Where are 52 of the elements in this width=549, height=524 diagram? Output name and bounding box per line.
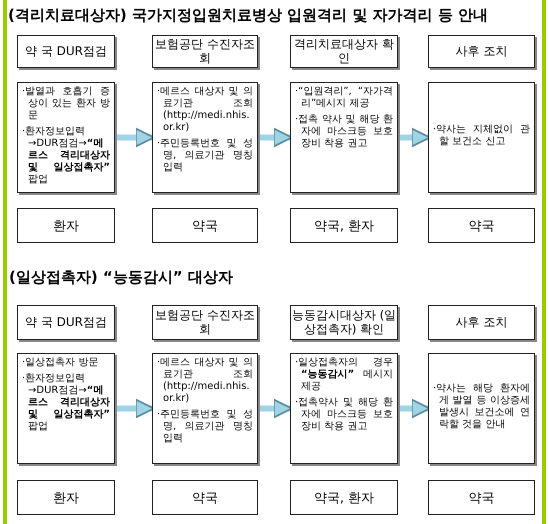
bullet-text: ·일상접촉자 방문 <box>22 357 100 369</box>
step-detail-box <box>428 82 535 193</box>
bullet-text: ·메르스 대상자 및 의료기관 조회 (http://medi.nhis.or.kr) <box>157 357 253 405</box>
step-heading: 사후 조치 <box>456 44 508 58</box>
actor-label: 약국, 환자 <box>314 490 374 506</box>
bullet-text: ·메르스 대상자 및 의료기관 조회 (http://medi.nhis.or.kr) <box>157 86 253 134</box>
step-header-box <box>17 305 115 340</box>
actor-label: 약국 <box>468 490 494 506</box>
bullet-text: ·일상접촉자의 경우 “능동감시” 메시지 제공 <box>295 357 393 393</box>
actor-box <box>428 208 535 243</box>
actor-box <box>152 208 258 243</box>
actor-label: 약국, 환자 <box>314 218 374 234</box>
step-detail-box <box>290 353 398 464</box>
actor-label: 약국 <box>192 490 218 506</box>
bullet-text: ·환자정보입력→DUR점검→“메르스 격리대상자 및 일상접촉자” 팝업 <box>22 126 110 186</box>
step-detail-box <box>17 82 115 193</box>
step-heading: 사후 조치 <box>456 316 508 330</box>
actor-box <box>152 480 258 515</box>
bullet-text: ·“입원격리”, “자가격리”메시지 제공 <box>295 86 393 110</box>
actor-box <box>428 480 535 515</box>
step-heading: 약 국 DUR점검 <box>25 44 107 58</box>
actor-box <box>17 480 115 515</box>
actor-label: 약국 <box>192 218 218 234</box>
actor-label: 환자 <box>53 490 79 506</box>
bullet-text: ·약사는 해당 환자에게 발열 등 이상증세 발생시 보건소에 연락할 것을 안내 <box>433 382 530 430</box>
actor-box <box>17 208 115 243</box>
bullet-text: ·환자정보입력→DUR점검→“메르스 격리대상자 및 일상접촉자” 팝업 <box>22 373 110 433</box>
step-detail-box <box>152 82 258 193</box>
step-header-box <box>17 35 115 68</box>
section-heading: (일상접촉자) “능동감시” 대상자 <box>9 268 233 287</box>
actor-box <box>290 208 398 243</box>
step-header-box <box>428 35 535 68</box>
step-detail-box <box>152 353 258 464</box>
step-detail-box <box>428 353 535 464</box>
actor-label: 환자 <box>53 218 79 234</box>
step-header-box <box>428 305 535 340</box>
step-heading: 보험공단 수진자조회 <box>154 38 256 66</box>
step-heading: 격리치료대상자 확 인 <box>293 38 395 66</box>
actor-label: 약국 <box>468 218 494 234</box>
bullet-text: ·발열과 호흡기 증상이 있는 환자 방문 <box>22 86 110 122</box>
bullet-text: ·약사는 지체없이 관할 보건소 신고 <box>433 124 530 148</box>
step-heading: 능동감시대상자 (일상접촉자) 확인 <box>291 308 397 336</box>
step-detail-box <box>290 82 398 193</box>
actor-box <box>290 480 398 515</box>
section-heading: (격리치료대상자) 국가지정입원치료병상 입원격리 및 자가격리 등 안내 <box>8 6 488 25</box>
step-heading: 보험공단 수진자조회 <box>154 308 256 336</box>
bullet-text: ·주민등록번호 및 성명, 의료기관 명칭 입력 <box>157 138 253 174</box>
step-detail-box <box>17 353 115 464</box>
bullet-text: ·접촉약사 및 해당 환자에 마스크등 보호장비 착용 권고 <box>295 397 393 433</box>
bullet-text: ·접촉 약사 및 해당 환자에 마스크등 보호장비 착용 권고 <box>295 114 393 150</box>
bullet-text: ·주민등록번호 및 성명, 의료기관 명칭 입력 <box>157 409 253 445</box>
step-heading: 약 국 DUR점검 <box>25 316 107 330</box>
